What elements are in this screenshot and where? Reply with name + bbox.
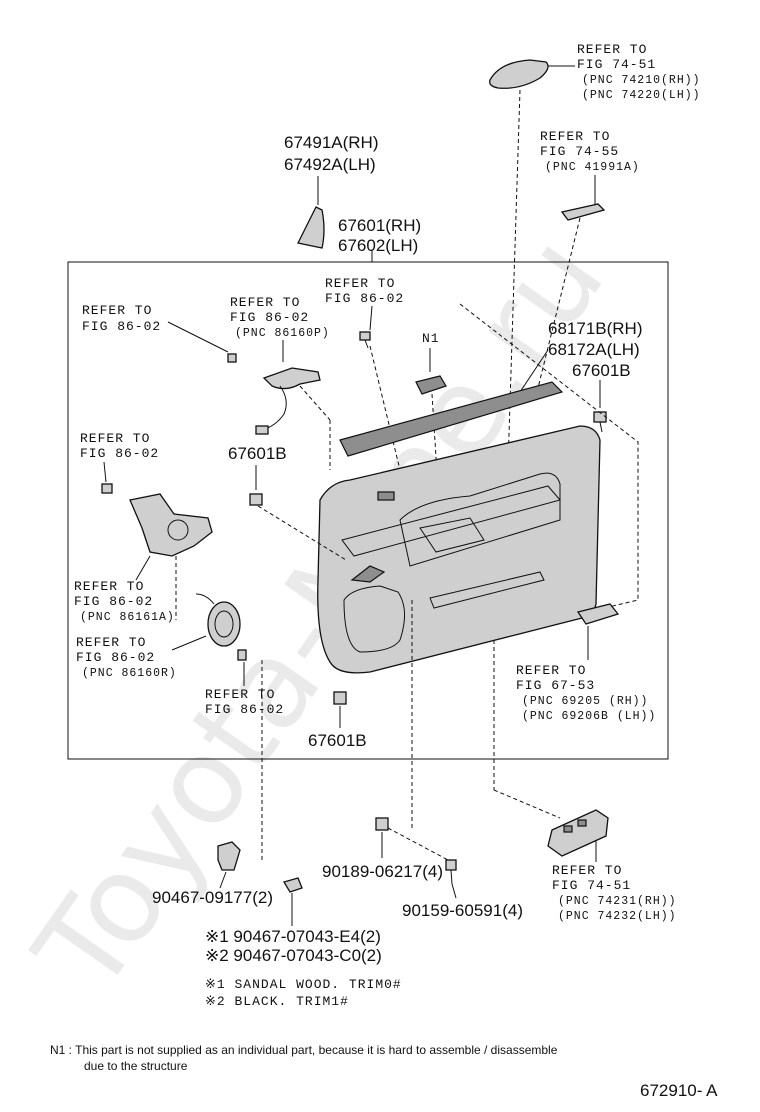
part-90189-06217-label: 90189-06217(4) [322, 862, 443, 881]
part-90159-60591-label: 90159-60591(4) [402, 901, 523, 920]
svg-text:FIG 86-02: FIG 86-02 [76, 650, 155, 665]
svg-text:68172A(LH): 68172A(LH) [548, 340, 640, 359]
refer-86-02-86161A-label: REFER TO FIG 86-02 (PNC 86161A) [74, 579, 175, 624]
lamp-harness-part [255, 367, 321, 435]
svg-text:67601B: 67601B [572, 361, 631, 380]
n1-label: N1 [422, 331, 440, 346]
part-67601B-bottom-label: 67601B [308, 731, 367, 750]
svg-text:67492A(LH): 67492A(LH) [284, 155, 376, 174]
svg-text:68171B(RH): 68171B(RH) [548, 319, 643, 338]
refer-86-02-86160R-label: REFER TO FIG 86-02 (PNC 86160R) [76, 635, 177, 680]
refer-86-02-top-label: REFER TO FIG 86-02 [325, 276, 404, 306]
svg-text:REFER TO: REFER TO [230, 295, 300, 310]
svg-text:FIG 67-53: FIG 67-53 [516, 678, 595, 693]
refer-67-53-label: REFER TO FIG 67-53 (PNC 69205 (RH)) (PNC… [516, 663, 656, 723]
svg-text:REFER TO: REFER TO [82, 303, 152, 318]
svg-text:REFER TO: REFER TO [577, 42, 647, 57]
svg-text:(PNC 74220(LH)): (PNC 74220(LH)) [582, 89, 701, 102]
armrest-pad-part [489, 59, 549, 89]
svg-text:(PNC 69206B (LH)): (PNC 69206B (LH)) [522, 710, 656, 723]
door-handle-module-part [129, 493, 213, 557]
svg-text:(PNC 86161A): (PNC 86161A) [80, 611, 175, 624]
svg-text:FIG 74-51: FIG 74-51 [577, 57, 656, 72]
svg-text:REFER TO: REFER TO [325, 276, 395, 291]
svg-text:67491A(RH): 67491A(RH) [284, 133, 379, 152]
refer-86-02-mid-label: REFER TO FIG 86-02 [80, 431, 159, 461]
svg-text:FIG 86-02: FIG 86-02 [205, 702, 284, 717]
clip-part [333, 691, 347, 705]
door-trim-panel [317, 425, 601, 674]
svg-text:FIG 74-51: FIG 74-51 [552, 878, 631, 893]
part-90467-09177-label: 90467-09177(2) [152, 888, 273, 907]
corner-cover-part [297, 206, 325, 249]
svg-text:67601(RH): 67601(RH) [338, 216, 421, 235]
refer-74-51-bottom-label: REFER TO FIG 74-51 (PNC 74231(RH)) (PNC … [552, 863, 677, 923]
part-90467-07043-e4-label: ※1 90467-07043-E4(2) [205, 927, 381, 946]
part-67601B-mid-label: 67601B [228, 444, 287, 463]
svg-text:REFER TO: REFER TO [205, 687, 275, 702]
refer-86-02-left-label: REFER TO FIG 86-02 [82, 303, 161, 334]
svg-text:(PNC 74232(LH)): (PNC 74232(LH)) [558, 910, 677, 923]
inside-handle-bezel-part [576, 603, 620, 625]
speaker-part [195, 593, 241, 647]
clip-part [593, 411, 607, 433]
legend-trim-2: ※2 BLACK. TRIM1# [205, 994, 349, 1009]
svg-text:(PNC 86160P): (PNC 86160P) [235, 327, 330, 340]
assembly-frame [67, 261, 669, 760]
svg-text:FIG 86-02: FIG 86-02 [325, 291, 404, 306]
switch-cover-part [560, 203, 606, 221]
svg-text:(PNC 74210(RH)): (PNC 74210(RH)) [582, 74, 701, 87]
svg-text:67602(LH): 67602(LH) [338, 236, 418, 255]
clip-90467-09177-part [217, 841, 241, 871]
svg-text:REFER TO: REFER TO [80, 431, 150, 446]
screw-part [227, 353, 237, 363]
figure-id: 672910- A [640, 1081, 718, 1100]
weatherstrip-part [339, 381, 564, 457]
svg-text:(PNC 69205 (RH)): (PNC 69205 (RH)) [522, 695, 648, 708]
screw-part [101, 483, 113, 494]
n1-cover-part [415, 375, 447, 395]
refer-86-02-86160P-label: REFER TO FIG 86-02 (PNC 86160P) [230, 295, 330, 340]
refer-74-55-label: REFER TO FIG 74-55 (PNC 41991A) [540, 129, 640, 174]
svg-text:FIG 86-02: FIG 86-02 [82, 319, 161, 334]
refer-74-51-top-label: REFER TO FIG 74-51 (PNC 74210(RH)) (PNC … [577, 42, 701, 102]
screw-part [237, 649, 247, 661]
clip-part [249, 493, 263, 506]
clip-90189-06217-part [375, 817, 389, 831]
svg-text:(PNC 86160R): (PNC 86160R) [82, 667, 177, 680]
note-n1-line1: N1 : This part is not supplied as an ind… [50, 1043, 558, 1057]
svg-text:REFER TO: REFER TO [76, 635, 146, 650]
svg-text:REFER TO: REFER TO [516, 663, 586, 678]
power-window-switch-part [547, 809, 609, 857]
svg-text:FIG 74-55: FIG 74-55 [540, 144, 619, 159]
svg-text:REFER TO: REFER TO [540, 129, 610, 144]
svg-text:(PNC 74231(RH)): (PNC 74231(RH)) [558, 895, 677, 908]
svg-text:FIG 86-02: FIG 86-02 [80, 446, 159, 461]
svg-text:FIG 86-02: FIG 86-02 [74, 594, 153, 609]
refer-86-02-bottom-label: REFER TO FIG 86-02 [205, 687, 284, 717]
screw-part [359, 331, 371, 349]
note-n1-line2: due to the structure [84, 1059, 188, 1073]
screw-90159-60591-part [445, 859, 457, 885]
svg-text:FIG 86-02: FIG 86-02 [230, 310, 309, 325]
part-68171B-label: 68171B(RH) 68172A(LH) 67601B [548, 319, 643, 380]
legend-trim-1: ※1 SANDAL WOOD. TRIM0# [205, 977, 402, 992]
svg-text:REFER TO: REFER TO [74, 579, 144, 594]
clip-90467-07043-part [283, 877, 303, 893]
part-67601-label: 67601(RH) 67602(LH) [338, 216, 421, 255]
svg-text:(PNC 41991A): (PNC 41991A) [545, 161, 640, 174]
svg-text:REFER TO: REFER TO [552, 863, 622, 878]
part-90467-07043-c0-label: ※2 90467-07043-C0(2) [205, 946, 382, 965]
part-67491A-label: 67491A(RH) 67492A(LH) [284, 133, 379, 174]
